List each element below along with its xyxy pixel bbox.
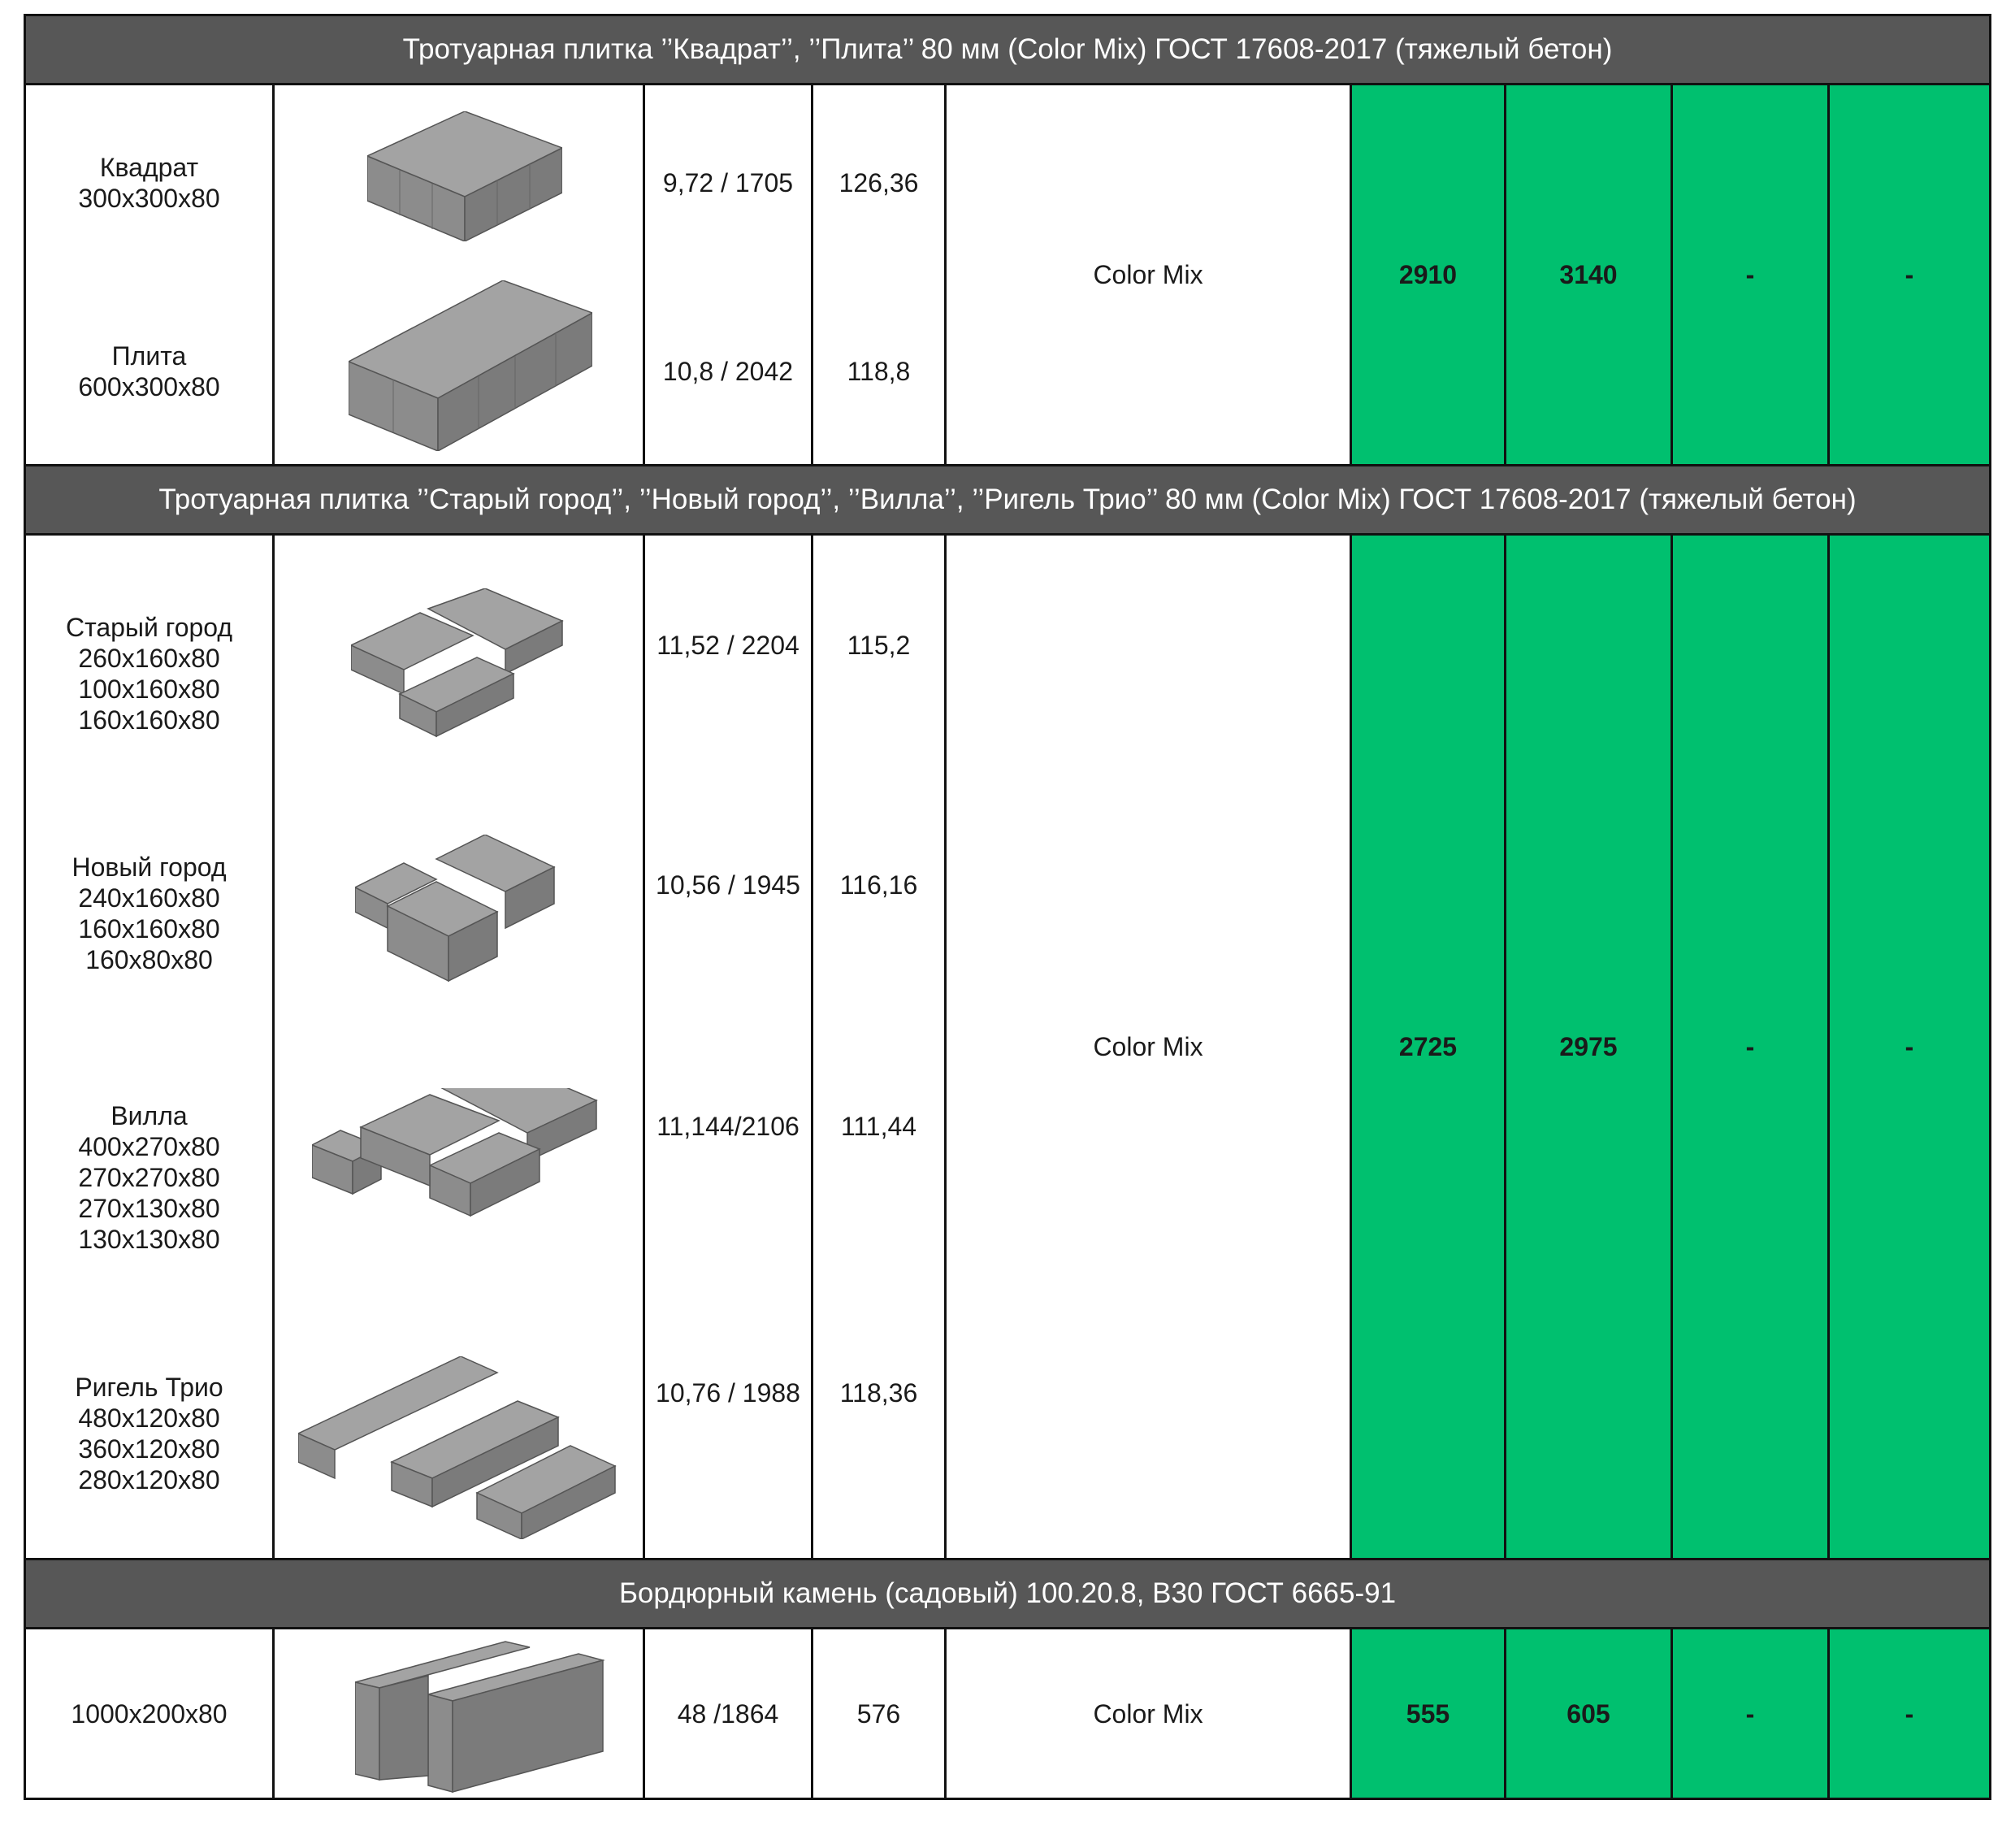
product-name: 1000х200х80 — [71, 1698, 228, 1729]
price-cell: 2725 — [1398, 1032, 1458, 1061]
section-title: Тротуарная плитка ’’Старый город’’, ’’Но… — [158, 484, 1857, 515]
weight-cell: 10,76 / 1988 — [656, 1378, 800, 1408]
price-cell: - — [1745, 260, 1755, 289]
product-name: Вилла 400х270х80 270х270х80 270х130х80 1… — [78, 1101, 220, 1254]
section-header: Тротуарная плитка ’’Старый город’’, ’’Но… — [24, 464, 1991, 536]
section-title: Тротуарная плитка ’’Квадрат’’, ’’Плита’’… — [402, 33, 1613, 65]
price-table: Тротуарная плитка ’’Квадрат’’, ’’Плита’’… — [24, 14, 1991, 1800]
square-paving-tile-image — [366, 111, 564, 245]
weight-cell: 10,8 / 2042 — [662, 357, 794, 386]
price-area — [1350, 85, 1989, 464]
product-name: Ригель Трио 480х120х80 360х120х80 280х12… — [75, 1373, 223, 1494]
price-area — [1350, 1629, 1989, 1798]
price-cell: - — [1904, 1698, 1914, 1729]
weight-cell: 48 /1864 — [677, 1698, 779, 1729]
product-name: Новый город 240х160х80 160х160х80 160х80… — [72, 852, 227, 974]
slab-paving-tile-image — [347, 280, 594, 455]
weight-cell: 10,56 / 1945 — [656, 870, 800, 900]
price-cell: - — [1904, 1032, 1914, 1061]
qty-cell: 116,16 — [839, 870, 918, 900]
new-town-tile-image — [353, 834, 566, 1001]
price-cell: - — [1904, 260, 1914, 289]
qty-cell: 111,44 — [840, 1112, 917, 1141]
rigel-trio-tile-image — [297, 1356, 639, 1543]
weight-cell: 11,52 / 2204 — [656, 631, 800, 660]
product-name: Старый город 260х160х80 100х160х80 160х1… — [65, 613, 233, 735]
villa-tile-image — [310, 1063, 621, 1247]
qty-cell: 576 — [856, 1698, 901, 1729]
section-title: Бордюрный камень (садовый) 100.20.8, В30… — [618, 1577, 1397, 1609]
color-cell: Color Mix — [1093, 1698, 1203, 1729]
color-cell: Color Mix — [1093, 1032, 1203, 1061]
color-cell: Color Mix — [1093, 260, 1203, 289]
section-header: Тротуарная плитка ’’Квадрат’’, ’’Плита’’… — [24, 14, 1991, 85]
price-area — [1350, 536, 1989, 1558]
product-name: Квадрат 300х300х80 — [78, 153, 220, 213]
price-cell: 555 — [1406, 1698, 1450, 1729]
price-cell: 2975 — [1559, 1032, 1618, 1061]
price-cell: 605 — [1566, 1698, 1610, 1729]
qty-cell: 118,36 — [839, 1378, 918, 1408]
old-town-tile-image — [349, 588, 595, 759]
qty-cell: 126,36 — [838, 168, 919, 197]
section-header: Бордюрный камень (садовый) 100.20.8, В30… — [24, 1558, 1991, 1629]
price-cell: - — [1745, 1698, 1755, 1729]
section-body: 1000х200х80 48 /1864 576 Color Mix 555 6… — [24, 1627, 1991, 1800]
price-cell: 3140 — [1559, 260, 1618, 289]
section-body: Старый город 260х160х80 100х160х80 160х1… — [24, 533, 1991, 1560]
section-body: Квадрат 300х300х80 9,72 / 1705 126,36 Пл… — [24, 83, 1991, 466]
product-name: Плита 600х300х80 — [78, 341, 220, 401]
weight-cell: 11,144/2106 — [656, 1112, 800, 1141]
weight-cell: 9,72 / 1705 — [662, 168, 794, 197]
curb-stone-image — [354, 1638, 623, 1800]
price-cell: 2910 — [1398, 260, 1458, 289]
price-cell: - — [1745, 1032, 1755, 1061]
qty-cell: 118,8 — [847, 357, 911, 386]
qty-cell: 115,2 — [847, 631, 911, 660]
